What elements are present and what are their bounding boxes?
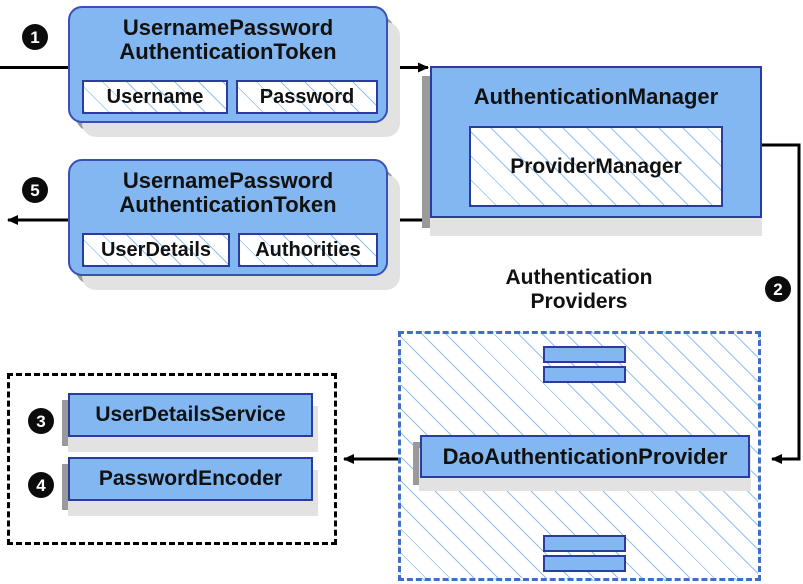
authentication-providers-caption-line2: Providers bbox=[530, 290, 628, 313]
response-token-box[interactable]: UsernamePassword AuthenticationToken Use… bbox=[68, 159, 388, 276]
user-details-service-box[interactable]: UserDetailsService bbox=[68, 393, 313, 437]
badge-step-3: 3 bbox=[28, 408, 54, 434]
provider-manager-box[interactable]: ProviderManager bbox=[469, 126, 723, 207]
dao-authentication-provider-box[interactable]: DaoAuthenticationProvider bbox=[420, 435, 750, 478]
stacked-provider-top-1[interactable] bbox=[543, 346, 626, 363]
password-encoder-label: PasswordEncoder bbox=[98, 467, 283, 490]
request-token-title-line2: AuthenticationToken bbox=[119, 39, 337, 64]
authentication-manager-box[interactable]: AuthenticationManager ProviderManager bbox=[430, 66, 762, 218]
response-token-slot-user-details[interactable]: UserDetails bbox=[82, 233, 230, 267]
badge-step-4: 4 bbox=[28, 472, 54, 498]
authentication-manager-title: AuthenticationManager bbox=[473, 84, 719, 109]
request-token-slot-username[interactable]: Username bbox=[82, 80, 228, 114]
password-encoder-box[interactable]: PasswordEncoder bbox=[68, 457, 313, 501]
stacked-provider-bottom-1[interactable] bbox=[543, 535, 626, 552]
badge-step-1: 1 bbox=[22, 24, 48, 50]
user-details-service-label: UserDetailsService bbox=[95, 403, 286, 426]
request-token-title-line1: UsernamePassword bbox=[122, 15, 334, 40]
request-token-box[interactable]: UsernamePassword AuthenticationToken Use… bbox=[68, 6, 388, 123]
authentication-providers-caption-line1: Authentication bbox=[505, 266, 653, 289]
response-token-title-line1: UsernamePassword bbox=[122, 168, 334, 193]
response-token-title-line2: AuthenticationToken bbox=[119, 192, 337, 217]
request-token-slot-password[interactable]: Password bbox=[236, 80, 378, 114]
stacked-provider-top-2[interactable] bbox=[543, 366, 626, 383]
badge-step-5: 5 bbox=[22, 177, 48, 203]
stacked-provider-bottom-2[interactable] bbox=[543, 555, 626, 572]
response-token-slot-authorities[interactable]: Authorities bbox=[238, 233, 378, 267]
support-beans-region bbox=[7, 373, 337, 545]
dao-authentication-provider-label: DaoAuthenticationProvider bbox=[442, 443, 728, 469]
badge-step-2: 2 bbox=[765, 276, 791, 302]
